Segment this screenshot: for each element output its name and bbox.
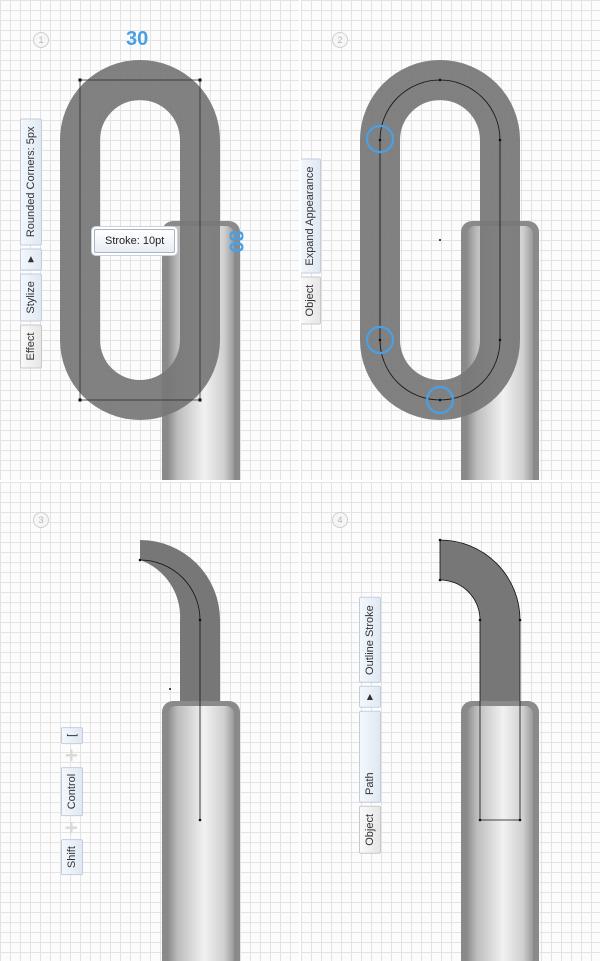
bounding-box: [79, 79, 201, 401]
menu-path: Object Expand Appearance: [301, 141, 323, 339]
rounded-ring: [60, 60, 220, 420]
menu-rounded-corners[interactable]: Rounded Corners: 5px: [20, 118, 42, 246]
key-shift: Shift: [61, 839, 83, 876]
hook-shape: [140, 540, 220, 717]
plus-icon: +: [59, 748, 84, 762]
step-1-artwork: [60, 60, 240, 480]
tube-inner: [168, 706, 234, 961]
menu-path: Effect Stylize ▶ Rounded Corners: 5px: [18, 89, 44, 395]
menu-outline-stroke[interactable]: Outline Stroke: [359, 597, 381, 683]
stroke-tooltip: Stroke: 10pt: [94, 229, 176, 253]
menu-expand-appearance[interactable]: Expand Appearance: [301, 158, 321, 274]
step-4-panel: 4 Object Path ▶ Outline Stroke: [301, 482, 600, 961]
step-2-artwork: [360, 60, 539, 480]
key-control: Control: [61, 766, 83, 817]
menu-stylize[interactable]: Stylize: [20, 273, 42, 322]
menu-effect[interactable]: Effect: [20, 324, 42, 369]
submenu-arrow-icon: ▶: [359, 685, 381, 708]
step-3-artwork: [138, 540, 240, 961]
menu-path: Object Path ▶ Outline Stroke: [357, 564, 383, 884]
step-2-panel: 2 Object Expand Appearance: [301, 0, 600, 480]
menu-object[interactable]: Object: [301, 276, 321, 325]
shortcut-keys: Shift + Control + [: [59, 701, 85, 901]
step-1-panel: 1 30 80 Stroke: 10pt Effect Stylize ▶ Ro…: [0, 0, 299, 480]
menu-object[interactable]: Object: [359, 805, 381, 854]
step-number: 4: [332, 512, 348, 528]
dimension-height-label: 80: [224, 230, 247, 253]
dimension-width-label: 30: [126, 28, 149, 50]
submenu-arrow-icon: ▶: [20, 248, 42, 271]
step-number: 1: [33, 32, 49, 48]
menu-path[interactable]: Path: [359, 710, 381, 803]
step-number: 3: [33, 512, 49, 528]
highlight-circles: [365, 124, 455, 415]
key-bracket: [: [61, 726, 83, 744]
step-number: 2: [332, 32, 348, 48]
plus-icon: +: [59, 821, 84, 835]
center-path: [139, 559, 201, 820]
tube-inner: [467, 706, 533, 961]
step-3-panel: 3 Shift + Control + [: [0, 482, 299, 961]
expanded-ring: [360, 60, 520, 420]
step-4-artwork: [438, 538, 539, 961]
